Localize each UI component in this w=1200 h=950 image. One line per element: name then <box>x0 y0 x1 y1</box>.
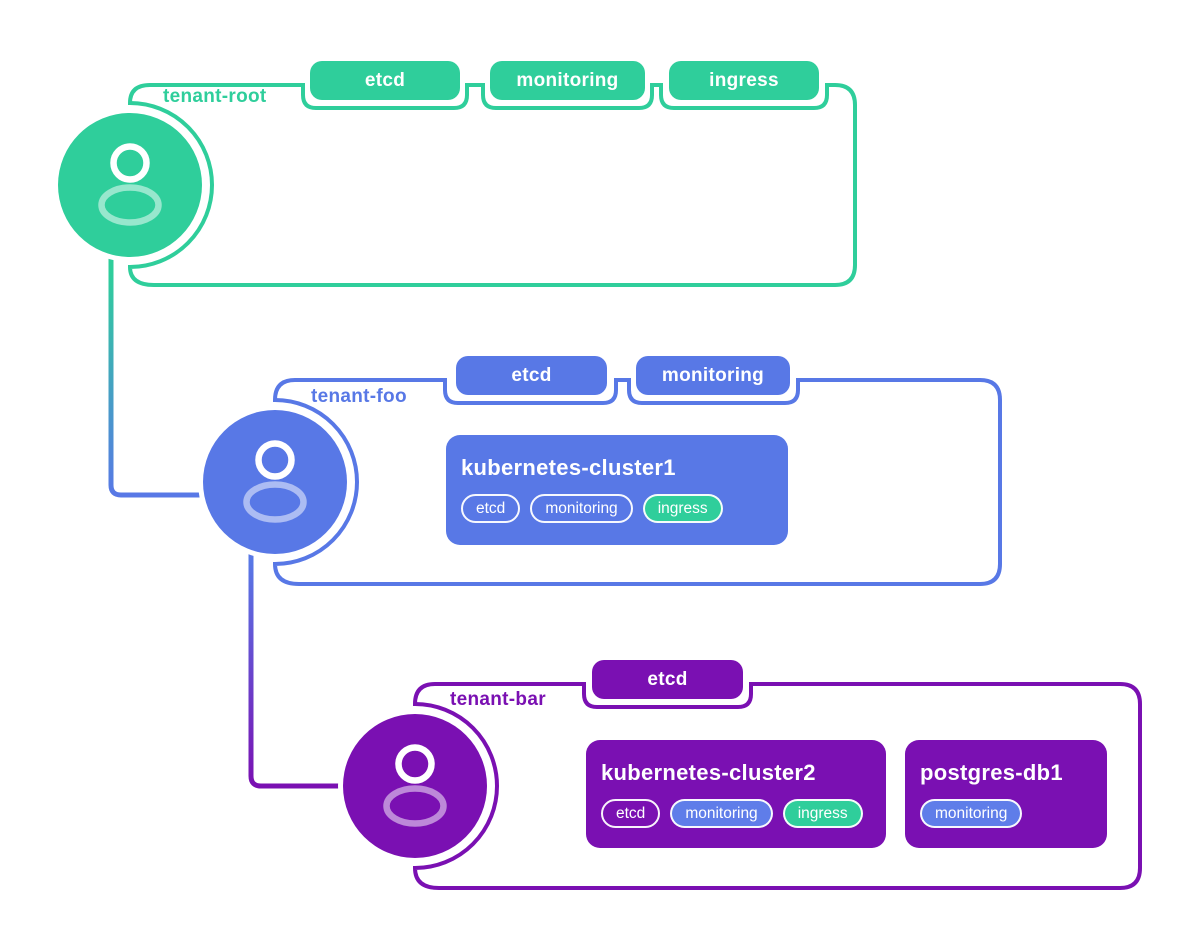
user-icon <box>383 744 447 827</box>
user-icon <box>98 143 162 226</box>
tenant-root-tag-etcd: etcd <box>310 61 460 100</box>
pill-row: etcd monitoring ingress <box>461 494 773 523</box>
pill-monitoring: monitoring <box>670 799 773 828</box>
tenant-foo-box-outline <box>272 378 1002 586</box>
tenant-foo-tag-monitoring: monitoring <box>636 356 790 395</box>
tenant-bar-tag-etcd: etcd <box>592 660 743 699</box>
tenant-root-tag-ingress: ingress <box>669 61 819 100</box>
pill-row: monitoring <box>920 799 1092 828</box>
pill-ingress: ingress <box>642 494 723 523</box>
connector-root-to-foo <box>108 253 210 498</box>
workload-card-kubernetes-cluster1: kubernetes-cluster1 etcd monitoring ingr… <box>446 435 788 545</box>
tenant-bar-box-outline <box>412 682 1142 890</box>
workload-card-postgres-db1: postgres-db1 monitoring <box>905 740 1107 848</box>
pill-etcd: etcd <box>461 494 521 523</box>
user-icon <box>243 440 307 523</box>
pill-monitoring: monitoring <box>530 494 633 523</box>
tenant-foo-avatar <box>198 405 352 559</box>
pill-ingress: ingress <box>782 799 863 828</box>
workload-title: kubernetes-cluster1 <box>461 455 676 480</box>
workload-card-kubernetes-cluster2: kubernetes-cluster2 etcd monitoring ingr… <box>586 740 886 848</box>
tenant-root-tag-monitoring: monitoring <box>490 61 645 100</box>
tenant-foo-tag-etcd: etcd <box>456 356 607 395</box>
tenant-foo-label: tenant-foo <box>311 386 407 407</box>
connector-foo-to-bar <box>248 549 350 789</box>
pill-monitoring: monitoring <box>920 799 1023 828</box>
pill-row: etcd monitoring ingress <box>601 799 871 828</box>
workload-title: postgres-db1 <box>920 760 1063 785</box>
tenant-bar-avatar <box>338 709 492 863</box>
pill-etcd: etcd <box>601 799 661 828</box>
tenant-root-box-outline <box>127 83 857 287</box>
workload-title: kubernetes-cluster2 <box>601 760 816 785</box>
tenant-bar-label: tenant-bar <box>450 689 546 710</box>
tenant-root-avatar <box>53 108 207 262</box>
tenant-root-label: tenant-root <box>163 86 267 107</box>
